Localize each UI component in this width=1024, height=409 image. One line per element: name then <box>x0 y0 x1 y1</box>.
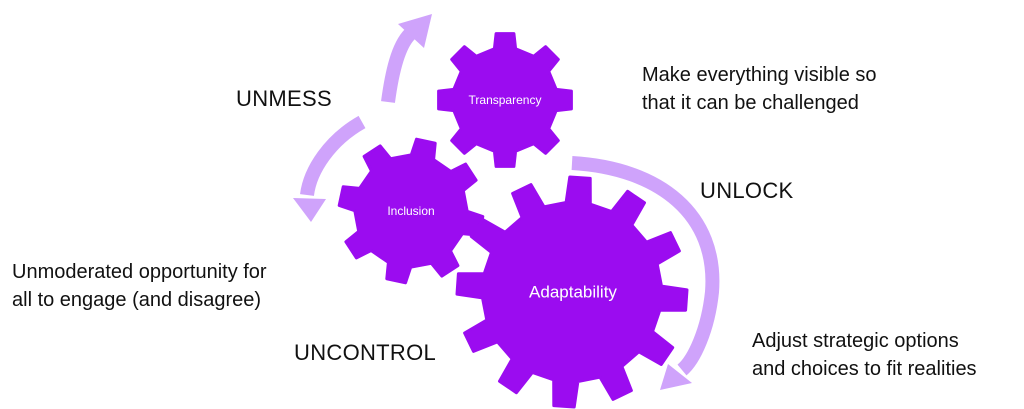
description-adaptability: Adjust strategic options and choices to … <box>752 327 977 383</box>
cycle-arrows <box>293 14 720 390</box>
description-inclusion-line-1: Unmoderated opportunity for <box>12 261 267 283</box>
principle-uncontrol: UNCONTROL <box>294 340 437 365</box>
gear-transparency-label: Transparency <box>469 93 542 107</box>
gear-adaptability-shape <box>455 175 689 409</box>
arrow-head-up <box>398 14 432 48</box>
arrow-head-left <box>293 198 326 222</box>
gear-inclusion-shape <box>337 137 485 285</box>
arrow-right-down <box>571 156 720 376</box>
description-transparency-line-2: that it can be challenged <box>642 92 859 114</box>
gear-adaptability-label: Adaptability <box>529 282 617 301</box>
arrow-left-down <box>300 115 366 197</box>
gear-transparency-shape <box>437 32 573 168</box>
description-adaptability-line-1: Adjust strategic options <box>752 330 959 352</box>
description-transparency-line-1: Make everything visible so <box>642 64 877 86</box>
description-inclusion: Unmoderated opportunity for all to engag… <box>12 258 267 314</box>
principle-unlock: UNLOCK <box>700 178 794 203</box>
arrow-up-left <box>381 29 416 103</box>
principle-unmess: UNMESS <box>236 86 332 111</box>
description-inclusion-line-2: all to engage (and disagree) <box>12 289 262 311</box>
gear-adaptability: Adaptability <box>455 175 689 409</box>
gear-inclusion-label: Inclusion <box>387 204 434 218</box>
description-transparency: Make everything visible so that it can b… <box>642 61 877 117</box>
description-adaptability-line-2: and choices to fit realities <box>752 358 977 380</box>
gear-inclusion: Inclusion <box>337 137 485 285</box>
gear-transparency: Transparency <box>437 32 573 168</box>
arrow-head-right <box>660 364 692 390</box>
